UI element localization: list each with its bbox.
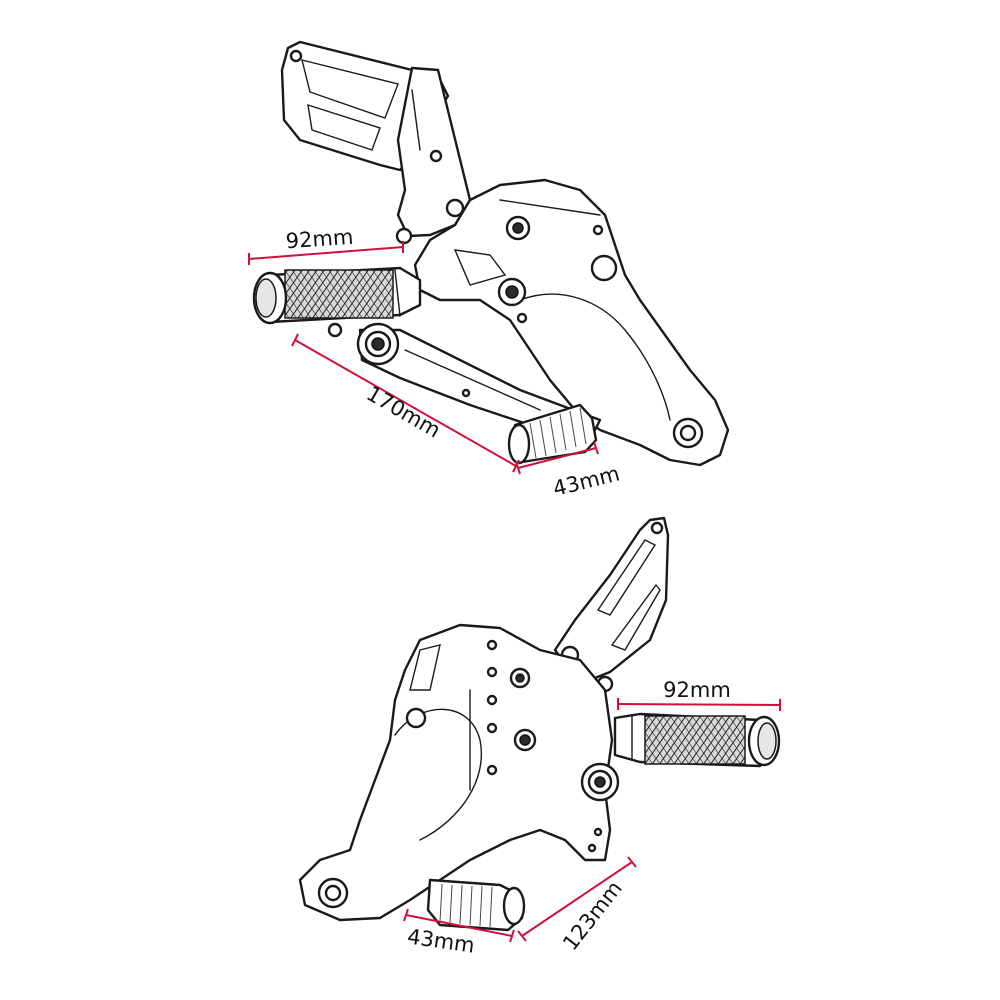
top-lever-peg-label: 43mm: [551, 461, 622, 501]
bottom-lever-peg: [426, 878, 526, 932]
top-rearset-assembly: 92mm 170mm 43mm: [248, 40, 730, 501]
bottom-footpeg: [613, 712, 781, 768]
bottom-dimension-123mm: 123mm: [517, 856, 637, 955]
top-footpeg: [252, 266, 422, 325]
top-hanger-bar: [395, 66, 472, 245]
top-dimension-92mm: 92mm: [248, 225, 404, 265]
top-pivot-bolt: [327, 322, 400, 366]
top-lever-peg: [507, 403, 598, 465]
top-peg-length-label: 92mm: [285, 225, 354, 254]
bottom-pivot-bolt: [580, 762, 620, 802]
bottom-main-body: [298, 623, 614, 922]
bottom-peg-length-label: 92mm: [663, 678, 731, 702]
top-main-body: [413, 178, 730, 467]
bottom-dimension-92mm: 92mm: [617, 678, 781, 711]
bottom-rearset-assembly: 92mm 123mm 43mm: [298, 516, 781, 958]
bottom-lever-peg-label: 43mm: [406, 924, 476, 957]
